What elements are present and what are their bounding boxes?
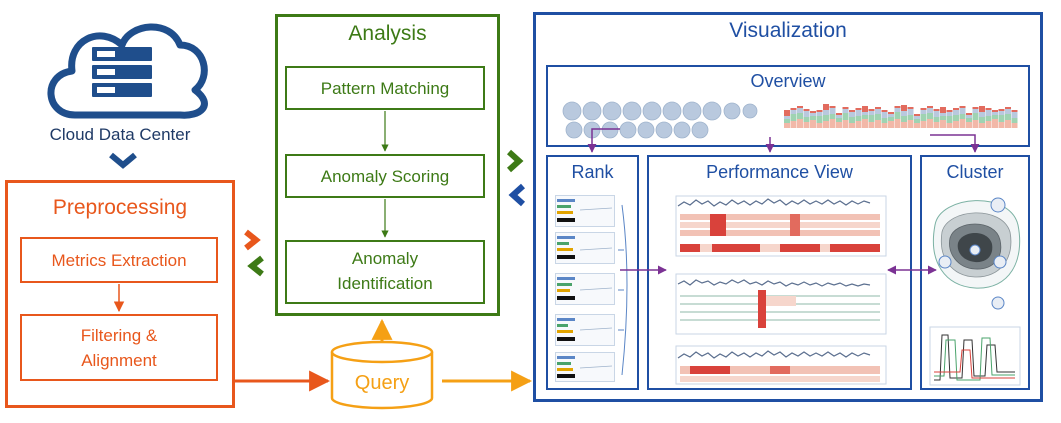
chevron-down-icon — [109, 152, 137, 169]
preprocessing-title: Preprocessing — [52, 196, 188, 219]
anomaly-identification-line1: Anomaly — [351, 249, 419, 268]
filtering-label-line2: Alignment — [81, 351, 157, 370]
performance-view-title: Performance View — [706, 162, 853, 182]
overview-to-cluster-link — [930, 134, 980, 153]
preprocessing-panel — [5, 180, 235, 408]
overview-to-rank-link — [587, 128, 620, 153]
overview-panel — [546, 65, 1030, 147]
query-label: Query — [354, 372, 410, 394]
anomaly-identification-line2: Identification — [337, 274, 433, 293]
analysis-panel — [275, 14, 500, 316]
chevron-left-icon — [247, 255, 264, 277]
rank-panel — [546, 155, 639, 390]
anomaly-identification-box — [285, 240, 485, 304]
chevron-right-icon — [244, 229, 261, 251]
overview-title: Overview — [750, 71, 826, 91]
anomaly-scoring-label: Anomaly Scoring — [320, 167, 450, 186]
cluster-line-chart — [929, 326, 1021, 386]
filtering-label-line1: Filtering & — [80, 326, 158, 345]
chevron-left-icon — [508, 183, 526, 207]
filtering-alignment-box — [20, 314, 218, 381]
pattern-matching-box — [285, 66, 485, 110]
cloud-label: Cloud Data Center — [49, 125, 191, 144]
metrics-extraction-label: Metrics Extraction — [51, 251, 187, 270]
cluster-contour — [933, 197, 1021, 310]
visualization-title: Visualization — [729, 19, 847, 42]
metrics-extraction-box — [20, 237, 218, 283]
cluster-title: Cluster — [946, 162, 1004, 182]
perf-chart-middle — [675, 273, 887, 335]
perf-chart-bottom — [675, 345, 887, 385]
perf-chart-top — [675, 195, 887, 257]
chevron-right-icon — [506, 149, 524, 173]
rank-title: Rank — [571, 162, 614, 182]
query-database-icon — [330, 340, 434, 410]
cloud-icon — [47, 23, 208, 119]
anomaly-scoring-box — [285, 154, 485, 198]
visualization-panel — [533, 12, 1043, 402]
analysis-title: Analysis — [348, 22, 427, 45]
pattern-matching-label: Pattern Matching — [320, 79, 450, 98]
